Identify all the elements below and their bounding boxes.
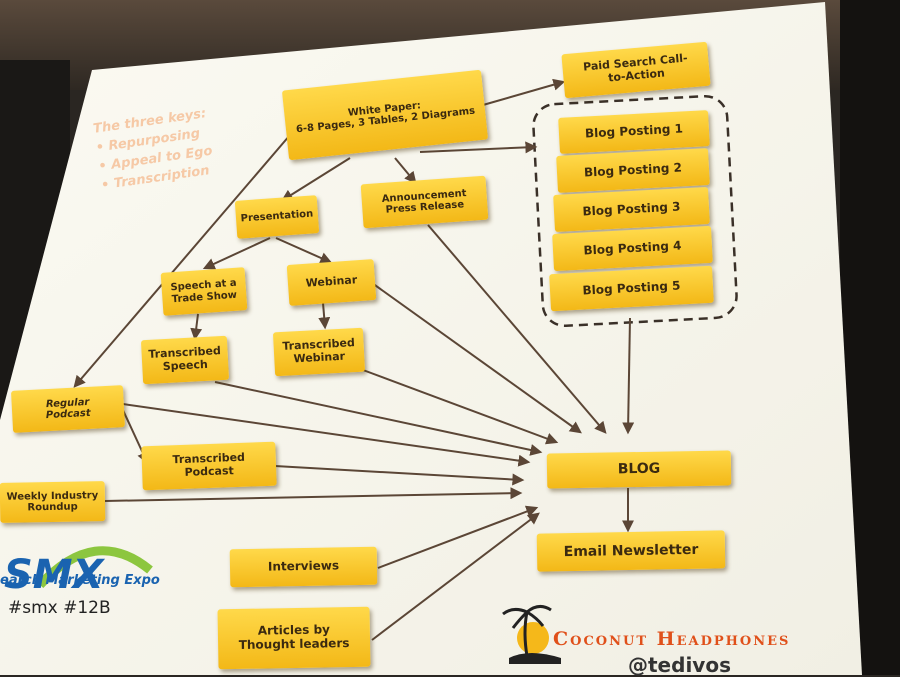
node-announcement: Announcement Press Release	[360, 175, 489, 229]
node-regular-podcast: Regular Podcast	[10, 385, 126, 433]
edge-transcribedspeech-blog	[214, 381, 543, 456]
edge-announcement-blog	[427, 224, 607, 434]
edge-whitepaper-podcast	[73, 134, 291, 388]
node-webinar: Webinar	[286, 259, 377, 306]
edge-presentation-speech	[202, 237, 271, 270]
three-keys-list: The three keys: Repurposing Appeal to Eg…	[92, 104, 216, 195]
smx-logo: SMX	[4, 546, 153, 598]
edge-transcribedpodcast-blog	[274, 465, 525, 486]
edge-whitepaper-blogpostings	[419, 141, 538, 154]
node-presentation: Presentation	[234, 195, 320, 239]
node-blog-posting-2: Blog Posting 2	[556, 148, 710, 193]
smx-swoosh	[36, 546, 153, 589]
blog-postings-group	[532, 94, 738, 328]
edge-webinar-transcribedwebinar	[318, 302, 331, 330]
palm-tree-icon	[502, 605, 561, 664]
node-blog: BLOG	[546, 450, 732, 489]
node-weekly-roundup: Weekly Industry Roundup	[0, 481, 106, 523]
edge-speech-transcribedspeech	[190, 313, 203, 341]
smx-hashtag: #smx #12B	[8, 598, 111, 618]
node-email-newsletter: Email Newsletter	[536, 530, 726, 572]
node-transcribed-webinar: Transcribed Webinar	[272, 327, 366, 377]
smx-tagline: earch Marketing Expo	[0, 573, 160, 588]
edge-webinar-blog	[371, 282, 582, 434]
node-transcribed-speech: Transcribed Speech	[140, 335, 230, 385]
edge-presentation-webinar	[275, 237, 333, 264]
node-interviews: Interviews	[229, 546, 378, 588]
edge-weeklyroundup-blog	[104, 487, 523, 502]
brand-handle: @tedivos	[628, 653, 731, 677]
edge-interviews-blog	[377, 505, 539, 569]
edge-articles-blog	[371, 512, 540, 641]
node-transcribed-podcast: Transcribed Podcast	[141, 441, 277, 491]
edge-transcribedwebinar-blog	[362, 369, 559, 445]
edge-whitepaper-announcement	[394, 157, 417, 184]
node-speech: Speech at a Trade Show	[160, 267, 248, 316]
edge-podcast-blog	[122, 403, 531, 467]
edge-whitepaper-presentation	[280, 157, 351, 202]
edge-whitepaper-paidsearch	[482, 78, 566, 106]
node-articles: Articles by Thought leaders	[217, 606, 371, 670]
brand-name: Coconut Headphones	[553, 628, 791, 650]
smx-mark: SMX	[4, 552, 106, 598]
edge-blogpostings-blog	[622, 317, 635, 435]
